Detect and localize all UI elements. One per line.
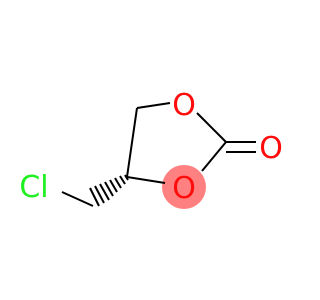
- oxygen-highlight: [162, 165, 206, 209]
- atom-oxygen-top: O: [172, 88, 196, 123]
- molecule-diagram: O O O Cl: [19, 88, 283, 209]
- bond-stereocenter-o-bottom: [126, 176, 166, 184]
- bond-ch2-stereocenter: [126, 107, 138, 178]
- bond-o-top-carbonyl-c: [196, 112, 227, 143]
- bond-ch2-cl: [61, 191, 94, 207]
- atom-chlorine: Cl: [19, 170, 48, 205]
- hashed-wedge-bond: [89, 174, 129, 207]
- atom-oxygen-carbonyl: O: [259, 131, 283, 166]
- bond-ch2-o-top: [136, 102, 171, 109]
- atom-oxygen-bottom: O: [172, 171, 196, 206]
- bond-carbonyl-c-o-bottom: [201, 141, 227, 172]
